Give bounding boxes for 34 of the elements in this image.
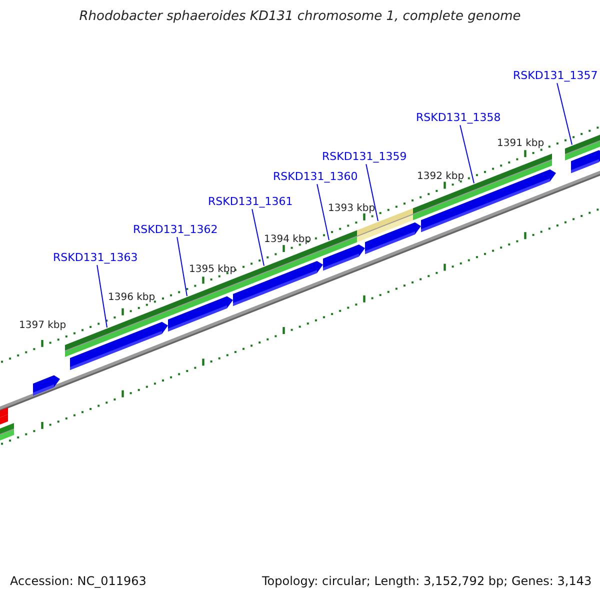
scale-label: 1397 kbp bbox=[19, 320, 66, 331]
scale-label: 1396 kbp bbox=[108, 292, 156, 303]
feature-bar bbox=[0, 407, 8, 424]
leader-line bbox=[556, 82, 572, 146]
gene-label: RSKD131_1357 bbox=[513, 70, 598, 82]
scale-label: 1392 kbp bbox=[417, 171, 464, 182]
feature-bar bbox=[65, 306, 165, 357]
gene-label: RSKD131_1362 bbox=[133, 224, 218, 236]
gene-label: RSKD131_1359 bbox=[322, 151, 407, 164]
gene-label: RSKD131_1358 bbox=[416, 112, 501, 124]
cds-feature bbox=[323, 244, 365, 271]
cds-feature bbox=[571, 150, 600, 174]
diagram-title: Rhodobacter sphaeroides KD131 chromosome 1, complete genome bbox=[78, 10, 522, 24]
gene-label: RSKD131_1363 bbox=[53, 252, 138, 264]
leader-line bbox=[176, 236, 188, 297]
gene-label: RSKD131_1360 bbox=[273, 171, 358, 184]
cds-feature bbox=[365, 222, 421, 254]
feature-bar bbox=[413, 154, 552, 220]
cds-feature bbox=[70, 322, 168, 370]
feature-bar bbox=[0, 423, 14, 440]
cds-feature bbox=[33, 375, 60, 396]
scale-label: 1391 kbp bbox=[497, 138, 544, 149]
scale-label: 1393 kbp bbox=[328, 203, 376, 214]
leader-line bbox=[96, 264, 108, 328]
leader-line bbox=[366, 164, 378, 222]
feature-bar bbox=[315, 230, 357, 259]
scale-label: 1394 kbp bbox=[264, 234, 312, 245]
feature-bar bbox=[565, 132, 600, 160]
footer-text: Topology: circular; Length: 3,152,792 bp; Genes: 3,143 bbox=[262, 575, 592, 588]
footer-text: Accession: NC_011963 bbox=[10, 575, 146, 588]
scale-label: 1395 kbp bbox=[189, 264, 236, 275]
cds-feature bbox=[168, 296, 233, 332]
gene-label: RSKD131_1361 bbox=[208, 196, 293, 208]
feature-bar bbox=[165, 279, 232, 318]
